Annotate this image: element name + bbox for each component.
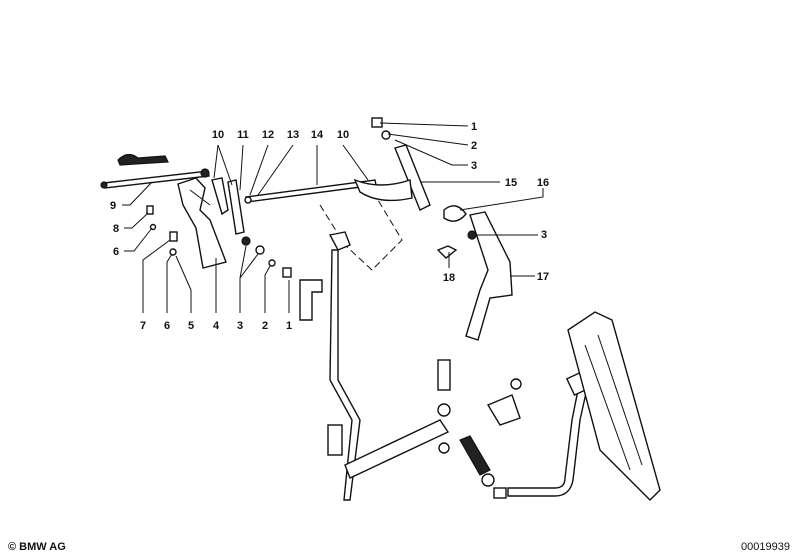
callout-10b: 10 xyxy=(337,129,349,141)
callout-1: 1 xyxy=(286,320,292,332)
callout-10: 10 xyxy=(212,129,224,141)
part-bracket-17 xyxy=(465,211,513,341)
copyright-label: © BMW AG xyxy=(8,541,66,553)
callout-8: 8 xyxy=(113,223,119,235)
part-accelerator-pedal xyxy=(567,311,661,501)
callout-18: 18 xyxy=(443,272,455,284)
callout-6: 6 xyxy=(113,246,119,258)
callout-1r: 1 xyxy=(471,121,477,133)
callout-6b: 6 xyxy=(164,320,170,332)
callout-17: 17 xyxy=(537,271,549,283)
part-rod-9 xyxy=(100,153,210,189)
callout-3: 3 xyxy=(237,320,243,332)
leader-lines xyxy=(122,122,544,313)
callout-5: 5 xyxy=(188,320,194,332)
callout-4: 4 xyxy=(213,320,220,332)
callout-labels-right: 1 2 3 15 16 3 18 17 xyxy=(443,121,549,284)
callout-12: 12 xyxy=(262,129,274,141)
part-lever-15 xyxy=(353,144,431,211)
assembly-guide xyxy=(319,199,403,271)
callout-7: 7 xyxy=(140,320,146,332)
callout-3r2: 3 xyxy=(541,229,547,241)
part-bracket-4 xyxy=(177,177,227,269)
callout-15: 15 xyxy=(505,177,517,189)
callout-labels-left: 10 11 12 13 14 10 9 8 6 7 6 5 4 3 2 1 xyxy=(110,129,349,332)
callout-3r: 3 xyxy=(471,160,477,172)
callout-2r: 2 xyxy=(471,140,477,152)
callout-2: 2 xyxy=(262,320,268,332)
callout-14: 14 xyxy=(311,129,324,141)
small-parts-left xyxy=(146,205,323,321)
part-pedal-arm xyxy=(344,359,522,499)
callout-11: 11 xyxy=(237,129,249,141)
part-pedal-tube xyxy=(507,371,589,497)
callout-16: 16 xyxy=(537,177,549,189)
diagram-number: 00019939 xyxy=(741,541,790,553)
callout-9: 9 xyxy=(110,200,116,212)
part-lever-11 xyxy=(211,177,245,235)
callout-13: 13 xyxy=(287,129,299,141)
part-shift-rod xyxy=(327,231,361,501)
